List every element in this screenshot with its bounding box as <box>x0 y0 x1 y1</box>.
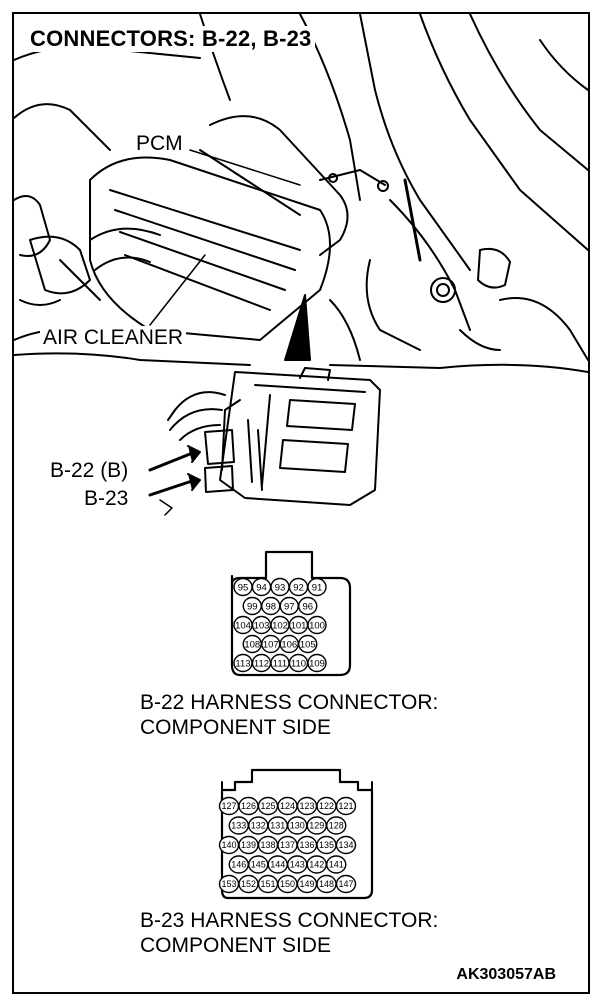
b-22-pin-label: 100 <box>309 620 325 631</box>
b22-caption-line2: COMPONENT SIDE <box>140 716 331 739</box>
b-23-pin-label: 138 <box>260 840 275 850</box>
b-23-pin-label: 121 <box>338 801 353 811</box>
b-22-pin-label: 92 <box>293 582 304 593</box>
b-22-pin-label: 95 <box>238 582 249 593</box>
b-23-pin-label: 125 <box>260 801 275 811</box>
b-23-pin-label: 123 <box>299 801 314 811</box>
b-22-pin-label: 102 <box>272 620 288 631</box>
b-22-pin-label: 106 <box>281 639 297 650</box>
b-22-pin-label: 93 <box>275 582 286 593</box>
b-22-pin-label: 110 <box>291 658 306 669</box>
b-23-pin-label: 147 <box>338 879 353 889</box>
b-23-pin-label: 152 <box>241 879 256 889</box>
b-23-pin-label: 128 <box>329 821 344 831</box>
b22-caption-line1: B-22 HARNESS CONNECTOR: <box>140 691 439 714</box>
b-22-pin-label: 105 <box>300 639 316 650</box>
b-22-pin-91 <box>307 577 327 597</box>
b-23-pin-label: 126 <box>241 801 256 811</box>
b-23-pin-label: 129 <box>309 821 324 831</box>
b-23-pin-label: 142 <box>309 860 324 870</box>
air-cleaner-label: AIR CLEANER <box>40 326 187 350</box>
b-22-pin-96 <box>298 596 318 616</box>
b-23-pin-label: 150 <box>280 879 295 889</box>
b-23-pin-label: 139 <box>241 840 256 850</box>
b-22-pin-label: 91 <box>312 582 323 593</box>
b-23-pin-134 <box>335 835 357 855</box>
figure-code: AK303057AB <box>456 966 556 983</box>
b-22-pin-100 <box>307 615 327 635</box>
b-23-pin-label: 132 <box>251 821 266 831</box>
b-23-pin-label: 143 <box>290 860 305 870</box>
b-23-pin-label: 146 <box>231 860 246 870</box>
b-23-pin-label: 131 <box>270 821 285 831</box>
b-23-pin-label: 144 <box>270 860 285 870</box>
b-23-pin-141 <box>326 855 347 874</box>
b-23-pin-label: 127 <box>221 801 236 811</box>
b-22-pin-label: 108 <box>244 639 260 650</box>
b-22-pin-label: 104 <box>235 620 251 631</box>
b-23-pin-label: 137 <box>280 840 295 850</box>
b-23-pin-label: 124 <box>280 801 295 811</box>
b-23-pin-121 <box>335 796 357 816</box>
b-23-pin-label: 122 <box>319 801 334 811</box>
b-23-pin-label: 140 <box>221 840 236 850</box>
b-22-pin-label: 97 <box>284 601 295 612</box>
b-23-pin-128 <box>326 816 347 835</box>
b-22-pin-label: 94 <box>256 582 267 593</box>
b-22-pin-109 <box>307 653 327 673</box>
b-23-pin-label: 141 <box>329 860 344 870</box>
pcm-label: PCM <box>134 132 185 156</box>
b-23-pin-label: 130 <box>290 821 305 831</box>
b-22-pin-label: 101 <box>291 620 307 631</box>
b-22-pin-label: 103 <box>254 620 270 631</box>
b-23-pin-label: 135 <box>319 840 334 850</box>
b23-pin-grid: 127 126 125 124 123 122 121 133 132 131 130 129 128 1… <box>218 796 357 894</box>
b-22-pin-label: 111 <box>273 658 287 669</box>
b23-caption-line2: COMPONENT SIDE <box>140 934 331 957</box>
b23-caption-line1: B-23 HARNESS CONNECTOR: <box>140 909 439 932</box>
b-22-pin-label: 112 <box>254 658 269 669</box>
b-23-pin-label: 149 <box>299 879 314 889</box>
b-23-pin-label: 151 <box>260 879 275 889</box>
b-23-pin-label: 145 <box>251 860 266 870</box>
b22-caption: B-22 HARNESS CONNECTOR: COMPONENT SIDE <box>140 690 438 740</box>
b-22-pin-label: 96 <box>302 601 313 612</box>
b-23-pin-label: 148 <box>319 879 334 889</box>
b-22-pin-label: 109 <box>309 658 325 669</box>
b-23-pin-label: 134 <box>338 840 353 850</box>
b-22-pin-105 <box>298 634 318 654</box>
b-22-pin-label: 98 <box>265 601 276 612</box>
b-23-pin-147 <box>335 874 357 894</box>
b23-caption: B-23 HARNESS CONNECTOR: COMPONENT SIDE <box>140 908 438 958</box>
page-title: CONNECTORS: B-22, B-23 <box>26 26 316 52</box>
b-22-pin-label: 113 <box>235 658 250 669</box>
b-22-pin-label: 107 <box>263 639 279 650</box>
b23-label: B-23 <box>84 487 129 510</box>
b22-label: B-22 (B) <box>50 459 129 482</box>
b-23-pin-label: 153 <box>221 879 236 889</box>
b-23-pin-label: 133 <box>231 821 246 831</box>
b-23-pin-label: 136 <box>299 840 314 850</box>
b-22-pin-label: 99 <box>247 601 258 612</box>
